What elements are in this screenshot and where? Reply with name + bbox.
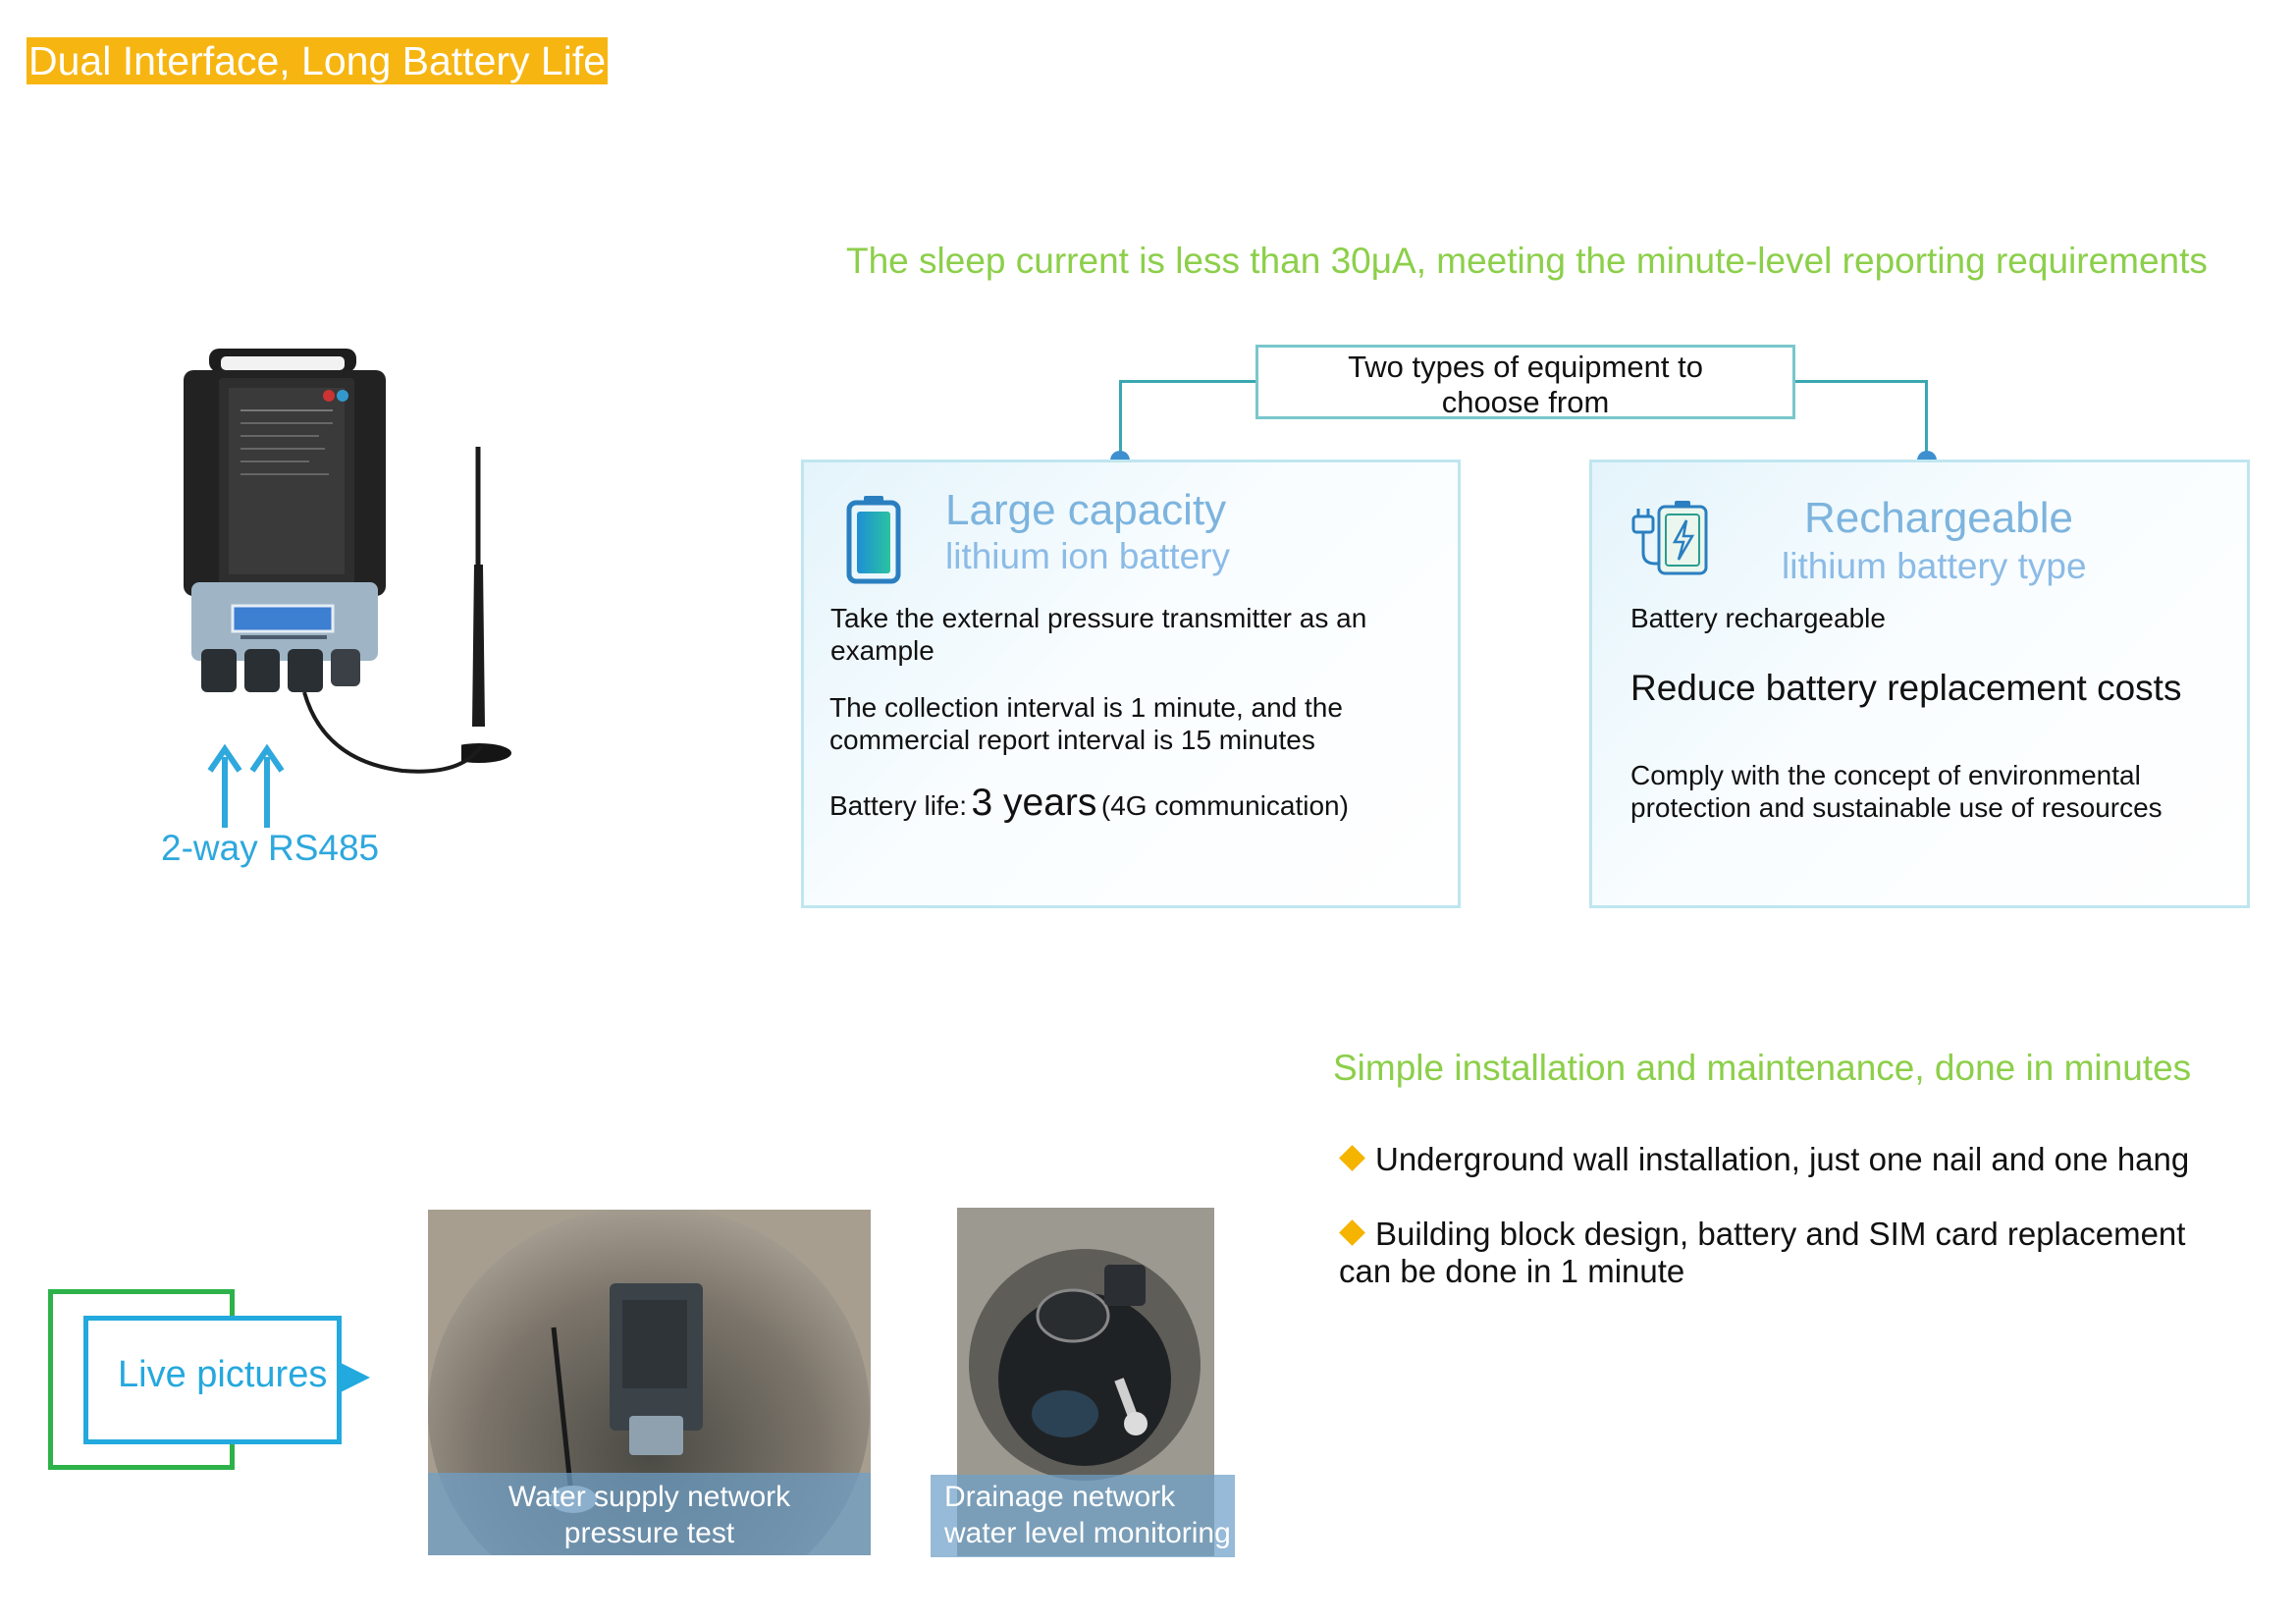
- water-supply-photo: Water supply network pressure test: [428, 1210, 871, 1555]
- battery-life-row: Battery life: 3 years (4G communication): [829, 782, 1349, 825]
- large-capacity-panel: [801, 460, 1461, 908]
- connector-left-horizontal: [1119, 380, 1256, 383]
- drainage-caption: Drainage network water level monitoring: [931, 1475, 1235, 1557]
- example-line-1: Take the external pressure transmitter a…: [830, 603, 1367, 633]
- interval-line-2: commercial report interval is 15 minutes: [829, 725, 1315, 755]
- device-illustration: [184, 349, 386, 692]
- equipment-choice-box: Two types of equipment to choose from: [1255, 345, 1795, 419]
- drainage-caption-line-2: water level monitoring: [944, 1517, 1231, 1549]
- diamond-bullet-icon: [1339, 1145, 1365, 1171]
- diamond-bullet-icon: [1339, 1219, 1365, 1246]
- water-supply-caption: Water supply network pressure test: [428, 1473, 871, 1555]
- rechargeable-line-1: Battery rechargeable: [1630, 603, 1886, 633]
- drainage-caption-line-1: Drainage network: [944, 1481, 1176, 1513]
- large-capacity-title: Large capacity: [945, 486, 1227, 534]
- charging-battery-icon: [1631, 501, 1708, 575]
- water-supply-caption-line-1: Water supply network: [507, 1481, 791, 1513]
- live-pictures-label: Live pictures: [118, 1354, 328, 1395]
- connector-left-vertical: [1119, 380, 1122, 460]
- connector-right-horizontal: [1795, 380, 1927, 383]
- rechargeable-title: Rechargeable: [1804, 494, 2073, 542]
- triangle-arrow-icon: [341, 1363, 370, 1392]
- rs485-label: 2-way RS485: [161, 828, 380, 868]
- large-capacity-subtitle: lithium ion battery: [945, 536, 1230, 576]
- arrow-up-icon: [207, 743, 285, 828]
- environment-line-1: Comply with the concept of environmental: [1630, 760, 2141, 790]
- rechargeable-subtitle: lithium battery type: [1782, 546, 2087, 586]
- equipment-choice-line-1: Two types of equipment to: [1348, 350, 1703, 384]
- battery-life-label: Battery life:: [829, 790, 968, 821]
- live-pictures-frame: [83, 1316, 342, 1444]
- install-bullet-1: Underground wall installation, just one …: [1337, 1141, 2189, 1178]
- sleep-current-heading: The sleep current is less than 30μA, mee…: [846, 241, 2208, 281]
- rechargeable-panel: [1589, 460, 2250, 908]
- antenna-illustration: [461, 447, 511, 763]
- battery-icon: [846, 496, 901, 584]
- installation-heading: Simple installation and maintenance, don…: [1333, 1048, 2192, 1088]
- install-bullet-2: Building block design, battery and SIM c…: [1337, 1216, 2185, 1253]
- battery-life-note: (4G communication): [1100, 790, 1349, 821]
- reduce-costs-headline: Reduce battery replacement costs: [1630, 668, 2182, 708]
- interval-line-1: The collection interval is 1 minute, and…: [829, 692, 1343, 723]
- connector-right-vertical: [1925, 380, 1928, 460]
- equipment-choice-line-2: choose from: [1441, 385, 1610, 419]
- page-title: Dual Interface, Long Battery Life: [27, 37, 609, 84]
- water-supply-caption-line-2: pressure test: [563, 1517, 735, 1549]
- antenna-cable: [302, 692, 483, 774]
- install-bullet-2-line-2: can be done in 1 minute: [1339, 1253, 1685, 1289]
- install-bullet-1-text: Underground wall installation, just one …: [1375, 1141, 2190, 1177]
- install-bullet-2-line-1: Building block design, battery and SIM c…: [1375, 1216, 2186, 1252]
- environment-line-2: protection and sustainable use of resour…: [1630, 792, 2163, 823]
- battery-life-value: 3 years: [971, 782, 1097, 824]
- example-line-2: example: [830, 635, 934, 666]
